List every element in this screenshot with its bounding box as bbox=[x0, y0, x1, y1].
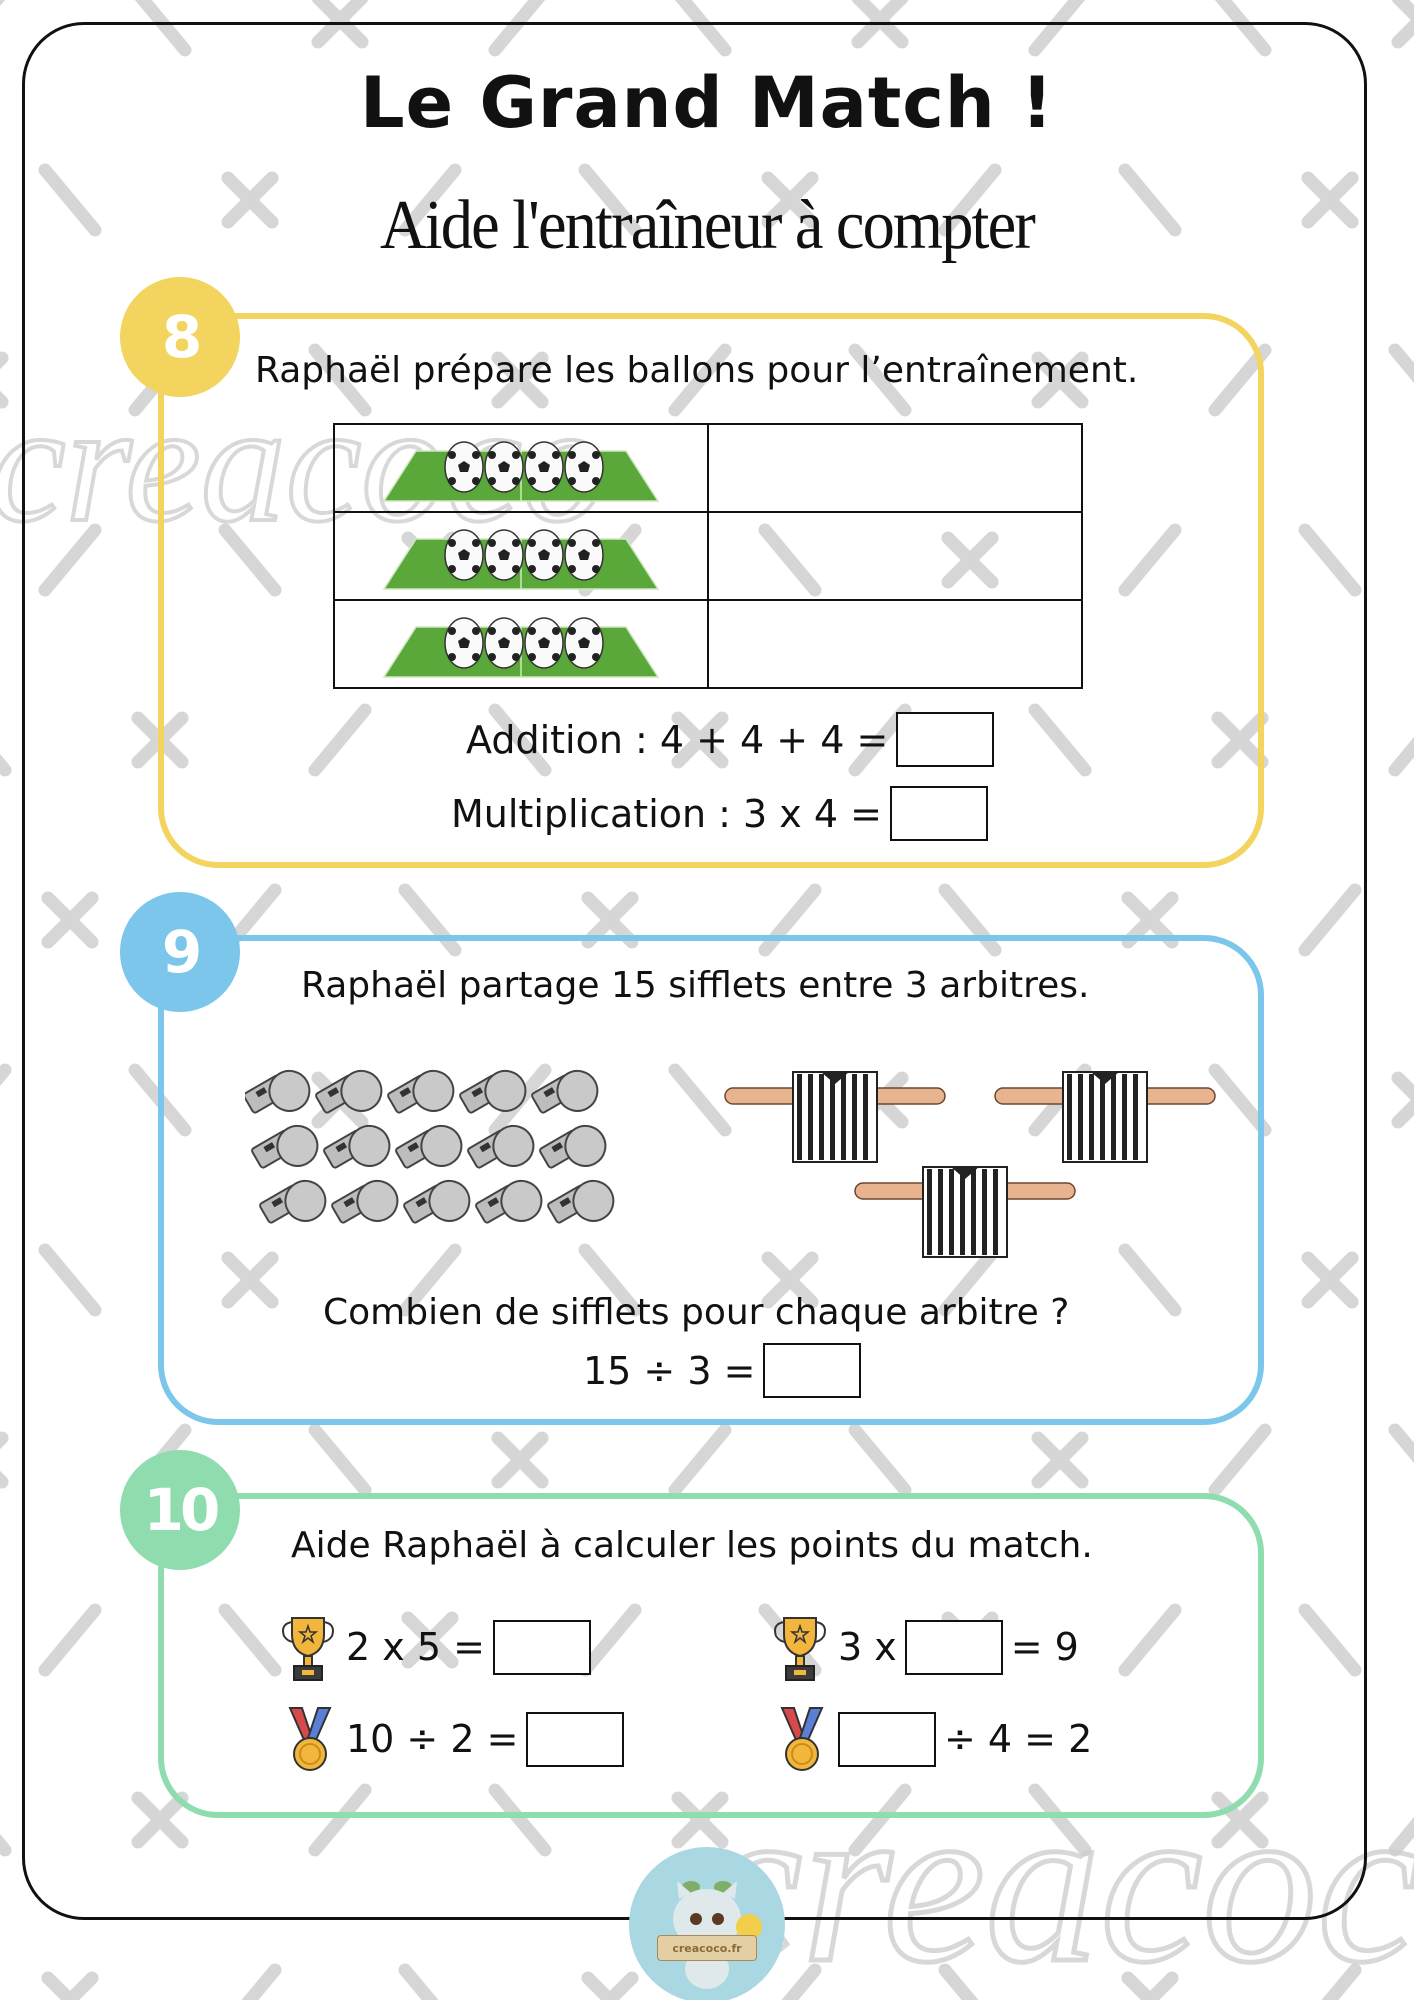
soccer-ball-icon bbox=[564, 441, 604, 493]
whistle-icon bbox=[539, 1124, 607, 1169]
balls-cell bbox=[333, 511, 709, 601]
points-equation-2: 3 x = 9 bbox=[770, 1612, 1079, 1682]
answer-cell[interactable] bbox=[707, 423, 1083, 513]
equation-before: 2 x 5 = bbox=[346, 1625, 485, 1669]
balls-cell bbox=[333, 599, 709, 689]
exercise-8-badge: 8 bbox=[120, 277, 240, 397]
balls-cell bbox=[333, 423, 709, 513]
table-row bbox=[333, 423, 1083, 513]
referee-icon bbox=[724, 1071, 946, 1163]
whistle-icon bbox=[331, 1179, 399, 1224]
medal-icon bbox=[780, 1707, 824, 1771]
equation-after: = 9 bbox=[1010, 1625, 1079, 1669]
soccer-ball-icon bbox=[564, 617, 604, 669]
exercise-10-prompt: Aide Raphaël à calculer les points du ma… bbox=[291, 1525, 1093, 1566]
multiplication-equation: Multiplication : 3 x 4 = bbox=[451, 786, 988, 841]
soccer-field-with-balls bbox=[356, 523, 686, 590]
soccer-ball-icon bbox=[524, 617, 564, 669]
referee-icon bbox=[994, 1071, 1216, 1163]
whistle-icon bbox=[251, 1124, 319, 1169]
exercise-9-box bbox=[158, 935, 1264, 1425]
exercise-8-prompt: Raphaël prépare les ballons pour l’entra… bbox=[255, 350, 1139, 391]
trophy-icon bbox=[774, 1617, 826, 1681]
whistle-icon bbox=[395, 1124, 463, 1169]
exercise-8-box bbox=[158, 313, 1264, 868]
referees-group bbox=[724, 1071, 1216, 1258]
soccer-ball-icon bbox=[484, 617, 524, 669]
points-equation-3: 10 ÷ 2 = bbox=[282, 1704, 625, 1774]
soccer-ball-icon bbox=[444, 441, 484, 493]
addition-answer-box[interactable] bbox=[896, 712, 995, 767]
division-label: 15 ÷ 3 = bbox=[583, 1348, 756, 1393]
exercise-9-question: Combien de sifflets pour chaque arbitre … bbox=[323, 1292, 1070, 1333]
logo-text: creacoco.fr bbox=[657, 1935, 757, 1961]
equation-before: 3 x bbox=[838, 1625, 897, 1669]
whistles-group bbox=[245, 1069, 615, 1224]
soccer-ball-icon bbox=[564, 529, 604, 581]
whistle-icon bbox=[531, 1069, 599, 1114]
medal-icon bbox=[288, 1707, 332, 1771]
soccer-field-with-balls bbox=[356, 435, 686, 502]
answer-cell[interactable] bbox=[707, 599, 1083, 689]
soccer-ball-icon bbox=[524, 441, 564, 493]
table-row bbox=[333, 511, 1083, 601]
addition-equation: Addition : 4 + 4 + 4 = bbox=[466, 712, 995, 767]
points-answer-box[interactable] bbox=[904, 1619, 1003, 1675]
multiplication-label: Multiplication : 3 x 4 = bbox=[451, 791, 882, 836]
soccer-ball-icon bbox=[444, 529, 484, 581]
multiplication-answer-box[interactable] bbox=[889, 786, 988, 841]
balls-table bbox=[333, 423, 1083, 689]
page-title: Le Grand Match ! bbox=[360, 62, 1054, 144]
soccer-ball-icon bbox=[444, 617, 484, 669]
cat-mascot-icon bbox=[673, 1881, 762, 1989]
points-equation-4: ÷ 4 = 2 bbox=[774, 1704, 1092, 1774]
whistle-icon bbox=[403, 1179, 471, 1224]
division-equation: 15 ÷ 3 = bbox=[583, 1343, 862, 1398]
whistle-icon bbox=[315, 1069, 383, 1114]
whistle-icon bbox=[459, 1069, 527, 1114]
addition-label: Addition : 4 + 4 + 4 = bbox=[466, 717, 889, 762]
whistle-icon bbox=[467, 1124, 535, 1169]
points-answer-box[interactable] bbox=[526, 1711, 625, 1767]
whistle-icon bbox=[323, 1124, 391, 1169]
exercise-9-prompt: Raphaël partage 15 sifflets entre 3 arbi… bbox=[301, 965, 1090, 1006]
equation-after: ÷ 4 = 2 bbox=[944, 1717, 1093, 1761]
soccer-ball-icon bbox=[484, 529, 524, 581]
page-subtitle: Aide l'entraîneur à compter bbox=[380, 187, 1036, 264]
soccer-ball-icon bbox=[484, 441, 524, 493]
table-row bbox=[333, 599, 1083, 689]
soccer-field-with-balls bbox=[356, 611, 686, 678]
trophy-icon bbox=[282, 1617, 334, 1681]
whistle-icon bbox=[387, 1069, 455, 1114]
soccer-ball-icon bbox=[524, 529, 564, 581]
creacoco-logo[interactable]: creacoco.fr bbox=[629, 1847, 785, 2000]
exercise-10-badge: 10 bbox=[120, 1450, 240, 1570]
whistle-icon bbox=[547, 1179, 615, 1224]
points-answer-box[interactable] bbox=[838, 1711, 936, 1767]
division-answer-box[interactable] bbox=[763, 1343, 862, 1398]
points-answer-box[interactable] bbox=[492, 1619, 591, 1675]
whistle-icon bbox=[259, 1179, 327, 1224]
whistle-icon bbox=[475, 1179, 543, 1224]
whistle-icon bbox=[245, 1069, 311, 1114]
referee-icon bbox=[854, 1166, 1076, 1258]
points-equation-1: 2 x 5 = bbox=[278, 1612, 591, 1682]
equation-before: 10 ÷ 2 = bbox=[346, 1717, 519, 1761]
exercise-9-badge: 9 bbox=[120, 892, 240, 1012]
answer-cell[interactable] bbox=[707, 511, 1083, 601]
